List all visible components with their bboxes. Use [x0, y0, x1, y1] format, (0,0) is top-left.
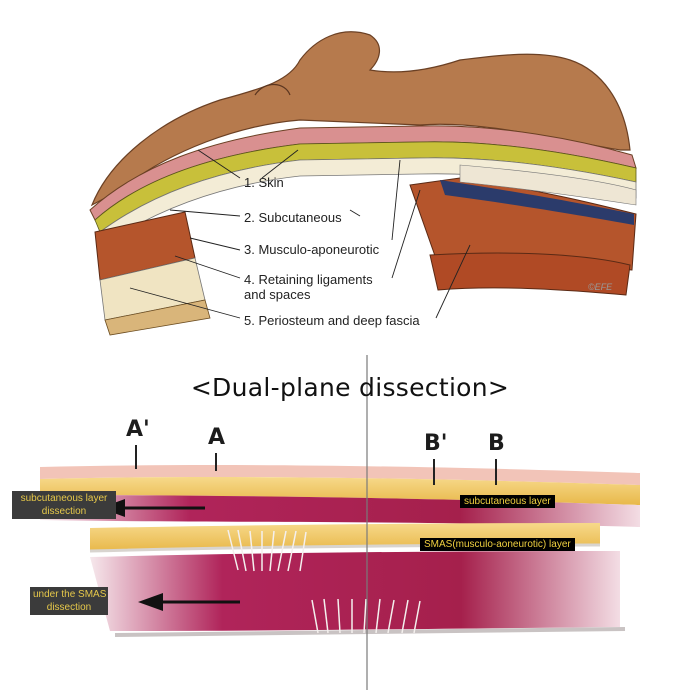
subcutaneous-layer-tag: subcutaneous layer [460, 495, 555, 508]
under-smas-dissection-tag: under the SMAS dissection [30, 587, 108, 615]
lower-tissue-layer [90, 551, 620, 631]
point-label-b-prime: B' [424, 431, 448, 456]
label-subcutaneous: 2. Subcutaneous [244, 210, 342, 225]
lower-dissection-arrow [138, 593, 240, 611]
facial-anatomy-drawing [89, 31, 637, 336]
point-label-a: A [208, 425, 226, 450]
label-musculo-aponeurotic: 3. Musculo-aponeurotic [244, 242, 380, 257]
dissection-title: <Dual-plane dissection> [190, 373, 510, 402]
ear-outline [254, 83, 291, 96]
label-periosteum: 5. Periosteum and deep fascia [244, 313, 420, 328]
dual-plane-dissection-illustration: <Dual-plane dissection> [0, 345, 700, 695]
leader-lines [129, 149, 471, 319]
left-periosteum-block [104, 299, 211, 336]
point-label-a-prime: A' [126, 417, 150, 442]
ligament-fibers-lower [311, 598, 421, 634]
facial-layers-illustration: 1. Skin 2. Subcutaneous 3. Musculo-apone… [0, 0, 700, 345]
skin-surface-layer [40, 465, 640, 485]
illustrator-credit: ©EFE [588, 282, 613, 292]
right-deep-fascia [440, 180, 634, 225]
right-white-layer [459, 164, 637, 206]
ligament-fibers-upper [227, 529, 307, 572]
subcutaneous-dissection-tag: subcutaneous layer dissection [12, 491, 116, 519]
right-lower-muscle [429, 252, 631, 296]
deep-fascia-line [114, 627, 626, 637]
label-skin: 1. Skin [244, 175, 284, 190]
smas-layer-tag: SMAS(musculo-aoneurotic) layer [420, 538, 575, 551]
point-label-b: B [488, 431, 505, 456]
label-retaining-ligaments: 4. Retaining ligaments and spaces [244, 272, 373, 302]
